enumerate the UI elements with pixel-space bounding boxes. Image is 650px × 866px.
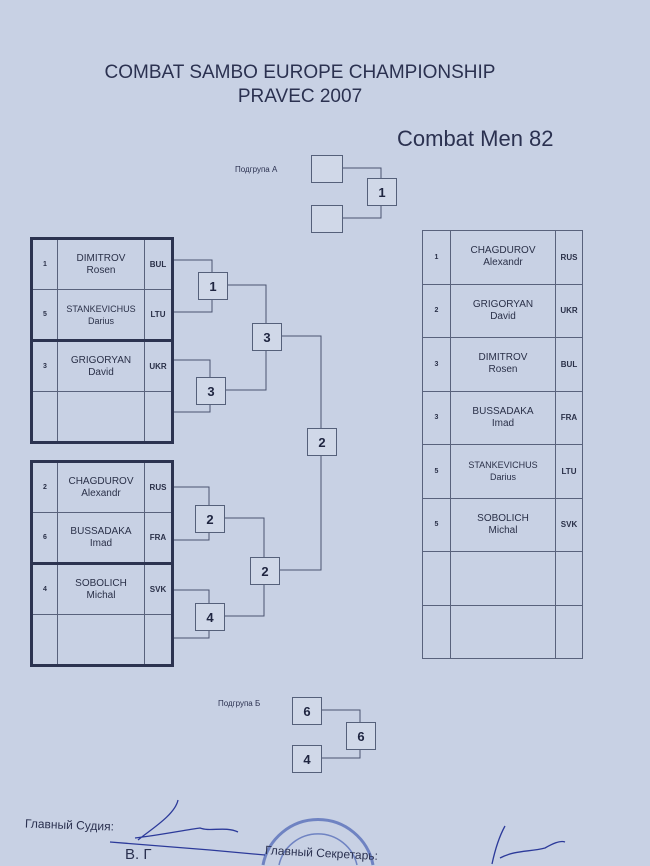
signature-judge	[109, 799, 266, 856]
country-code	[144, 614, 173, 666]
country-code: LTU	[555, 444, 583, 499]
draw-number: 6	[31, 512, 58, 564]
subgroup-a-slot-top	[311, 155, 343, 183]
country-code	[555, 551, 583, 606]
bout-pool-a-2: 3	[196, 377, 226, 405]
country-code: UKR	[144, 339, 173, 392]
bout-pool-a-1: 1	[198, 272, 228, 300]
subgroup-a-label: Подгрупа А	[235, 165, 278, 174]
draw-number	[31, 391, 58, 443]
place: 3	[422, 390, 451, 445]
place	[422, 551, 451, 606]
country-code: SVK	[555, 497, 583, 552]
title-line-2: PRAVEC 2007	[237, 86, 363, 107]
country-code	[144, 391, 173, 443]
country-code: FRA	[144, 512, 173, 564]
subgroup-b-slot-top: 6	[292, 697, 322, 725]
subgroup-a-slot-bottom	[311, 205, 343, 233]
draw-number: 1	[31, 238, 58, 290]
draw-number: 2	[31, 461, 58, 513]
draw-number: 4	[31, 562, 58, 615]
bout-final: 2	[307, 428, 337, 456]
athlete-name	[450, 604, 556, 659]
table-row	[31, 391, 173, 443]
subgroup-b-result: 6	[346, 722, 376, 750]
table-row	[31, 614, 173, 666]
place: 5	[422, 497, 451, 552]
draw-number	[31, 614, 58, 666]
country-code: LTU	[144, 289, 173, 341]
bout-pool-b-final: 2	[250, 557, 280, 585]
place	[422, 604, 451, 659]
weight-category: Combat Men 82	[397, 126, 554, 151]
bout-pool-b-1: 2	[195, 505, 225, 533]
athlete-name	[450, 551, 556, 606]
country-code: FRA	[555, 390, 583, 445]
federation-stamp	[261, 818, 375, 866]
subgroup-b-slot-bottom: 4	[292, 745, 322, 773]
place: 1	[422, 230, 451, 285]
country-code	[555, 604, 583, 659]
country-code: SVK	[144, 562, 173, 615]
country-code: UKR	[555, 283, 583, 338]
country-code: RUS	[144, 461, 173, 513]
place: 3	[422, 337, 451, 392]
signature-secretary	[491, 825, 566, 865]
athlete-name	[57, 391, 145, 443]
athlete-name	[57, 614, 145, 666]
bout-pool-b-2: 4	[195, 603, 225, 631]
chief-judge-name: В. Г	[125, 846, 152, 863]
subgroup-b-label: Подгрупа Б	[218, 699, 261, 708]
table-row	[422, 551, 583, 606]
draw-number: 5	[31, 289, 58, 341]
draw-number: 3	[31, 339, 58, 392]
country-code: RUS	[555, 230, 583, 285]
country-code: BUL	[144, 238, 173, 290]
bout-pool-a-final: 3	[252, 323, 282, 351]
subgroup-a-result: 1	[367, 178, 397, 206]
country-code: BUL	[555, 337, 583, 392]
place: 2	[422, 283, 451, 338]
table-row	[422, 604, 583, 659]
title-line-1: COMBAT SAMBO EUROPE CHAMPIONSHIP	[104, 62, 496, 83]
place: 5	[422, 444, 451, 499]
